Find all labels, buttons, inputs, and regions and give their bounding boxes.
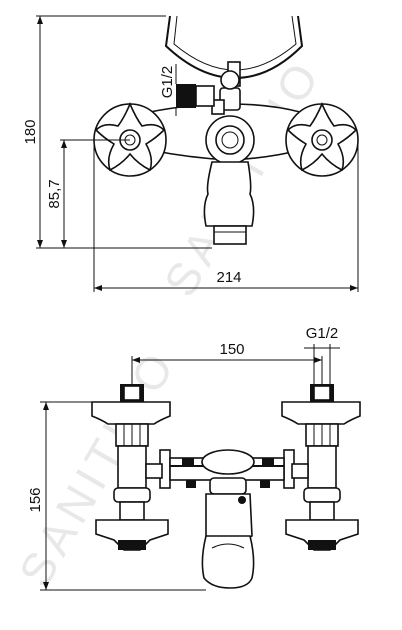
dimension-85-7-label: 85,7 — [46, 179, 63, 208]
spout-top — [201, 449, 255, 589]
thread-label-bottom: G1/2 — [306, 325, 339, 342]
front-view: 180 85,7 G1/2 214 — [22, 15, 359, 292]
dimension-180-label: 180 — [22, 119, 39, 144]
dimension-depth: 156 — [27, 401, 206, 591]
mixer-body — [149, 70, 301, 165]
left-handle — [93, 101, 167, 177]
left-valve — [91, 384, 171, 551]
right-valve — [281, 384, 361, 551]
dimension-height-axis: 85,7 — [46, 139, 130, 248]
dimension-214-label: 214 — [216, 269, 241, 286]
spout — [203, 161, 255, 245]
right-handle — [285, 101, 359, 177]
dimension-thread-top: G1/2 — [159, 64, 177, 116]
dimension-156-label: 156 — [27, 487, 44, 512]
dimension-width-total: 214 — [93, 140, 359, 292]
top-view: 150 G1/2 156 — [27, 325, 361, 591]
dimension-axis-distance: 150 — [131, 341, 323, 384]
thread-label-top: G1/2 — [159, 66, 176, 99]
dimension-thread-bottom: G1/2 — [304, 325, 340, 384]
dimension-150-label: 150 — [219, 341, 244, 358]
dimension-height-total: 180 — [22, 15, 212, 249]
